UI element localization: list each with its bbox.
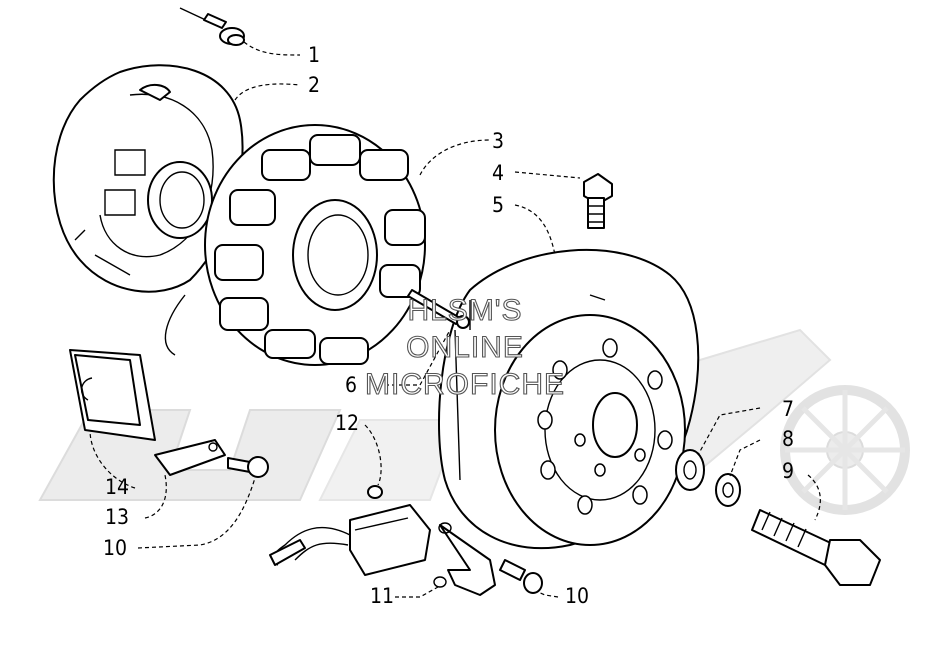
- callout-6: 6: [345, 373, 357, 397]
- center-watermark: HLSM'S ONLINE MICROFICHE: [364, 293, 565, 401]
- watermark-line-1: HLSM'S: [407, 294, 522, 327]
- part-13-bracket: [154, 439, 226, 476]
- part-4-bolt: [583, 173, 613, 229]
- part-2-housing-cover: [52, 64, 244, 293]
- callout-3: 3: [492, 129, 504, 153]
- leader-lines: [89, 41, 821, 598]
- part-6-screw: [407, 289, 470, 329]
- flywheel-holes: [537, 338, 673, 515]
- callout-11: 11: [370, 584, 394, 608]
- part-5-flywheel: [438, 248, 700, 550]
- callout-14: 14: [105, 475, 129, 499]
- callout-labels: 1 2 3 4 5 6 7 8 9 10 10 11 12 13 14: [103, 43, 794, 608]
- callout-2: 2: [308, 73, 320, 97]
- callout-12: 12: [335, 411, 359, 435]
- part-7-washer: [675, 449, 705, 491]
- callout-8: 8: [782, 427, 794, 451]
- callout-1: 1: [308, 43, 320, 67]
- part-9-bolt: [751, 509, 881, 586]
- part-1-screw: [179, 7, 245, 46]
- part-3-stator: [164, 124, 426, 366]
- watermark-line-2: ONLINE: [406, 331, 524, 364]
- part-10-screw-left: [227, 456, 269, 478]
- part-14-pickup-coil: [69, 349, 156, 441]
- callout-10-left: 10: [103, 536, 127, 560]
- watermark-line-3: MICROFICHE: [365, 368, 565, 401]
- part-12-module: [269, 485, 431, 576]
- part-10-screw-right: [499, 559, 543, 594]
- part-8-lock-washer: [715, 473, 741, 507]
- callout-7: 7: [782, 397, 794, 421]
- callout-9: 9: [782, 459, 794, 483]
- callout-13: 13: [105, 505, 129, 529]
- callout-4: 4: [492, 161, 504, 185]
- callout-10-right: 10: [565, 584, 589, 608]
- stator-poles: [214, 134, 426, 365]
- callout-5: 5: [492, 193, 504, 217]
- part-11-bracket: [433, 522, 496, 596]
